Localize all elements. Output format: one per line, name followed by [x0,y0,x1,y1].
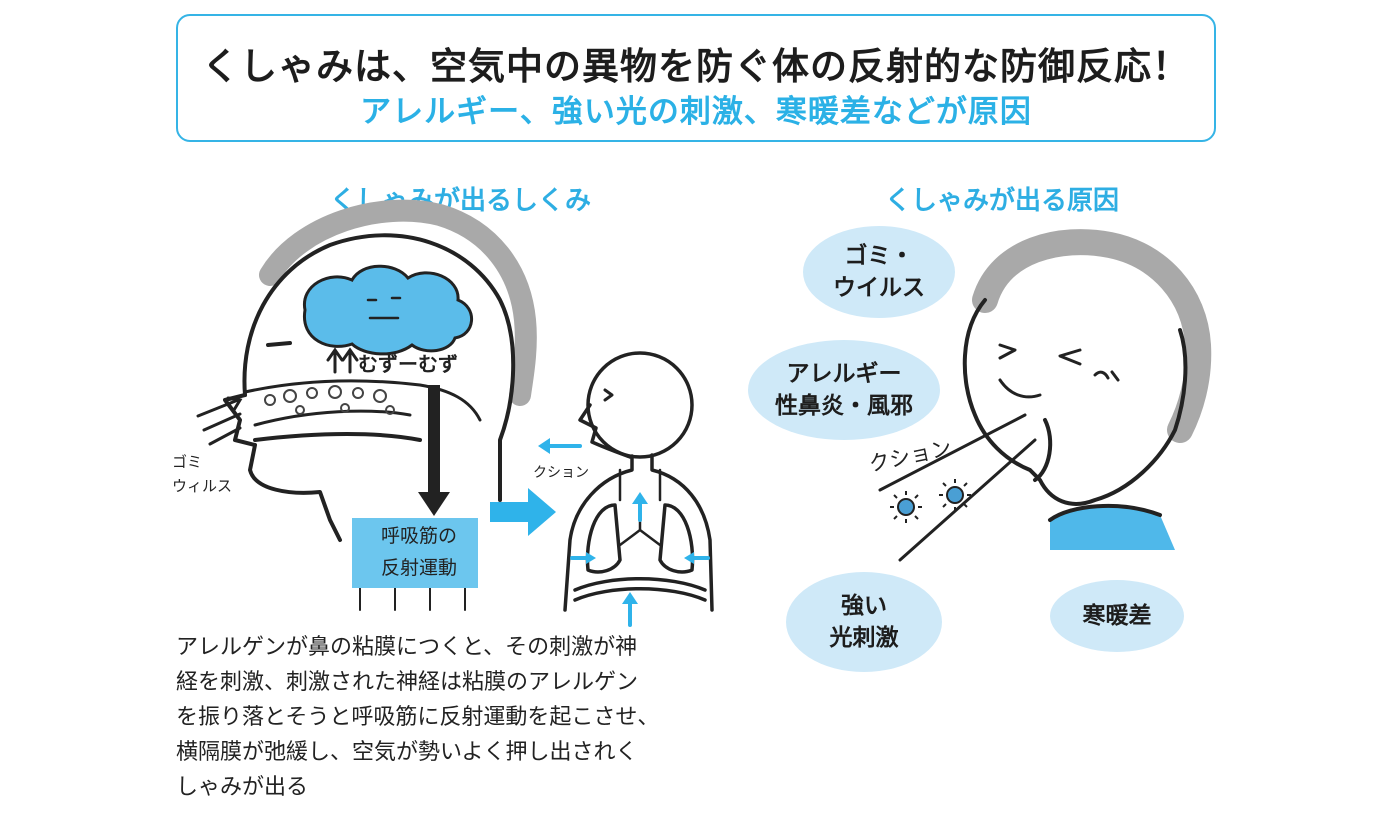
germ-icons [890,479,971,523]
page-title: くしゃみは、空気中の異物を防ぐ体の反射的な防御反応！ [202,45,1190,88]
causes-title: くしゃみが出る原因 [885,186,1120,216]
sneeze-spray [878,413,1037,562]
process-arrow [490,488,556,536]
cause-bubble-allergy: アレルギー 性鼻炎・風邪 [748,340,940,440]
dust-arrows [196,396,243,446]
reflex-box [352,518,478,588]
description-line: 経を刺激、刺激された神経は粘膜のアレルゲン [176,670,639,695]
mechanism-sneeze-label: クション [533,465,589,481]
brain-face [366,296,402,320]
reflex-movement-label: 呼吸筋の 反射運動 [380,525,457,579]
description-line: 横隔膜が弛緩し、空気が勢いよく押し出されく [176,740,638,765]
description-line: しゃみが出る [176,775,309,800]
cause-bubble-temperature: 寒暖差 [1050,580,1184,652]
itch-arrows [326,347,359,374]
torso-illustration [563,351,714,612]
page-subtitle: アレルギー、強い光の刺激、寒暖差などが原因 [360,94,1032,130]
mucus-dots [264,385,395,415]
boy-illustration [962,229,1212,550]
mechanism-description: アレルゲンが鼻の粘膜につくと、その刺激が神 経を刺激、刺激された神経は粘膜のアレ… [176,630,746,805]
description-line: アレルゲンが鼻の粘膜につくと、その刺激が神 [176,635,638,660]
itch-label: むずーむず [358,352,458,376]
header-box: くしゃみは、空気中の異物を防ぐ体の反射的な防御反応！ アレルギー、強い光の刺激、… [176,14,1216,142]
cause-bubble-strong-light: 強い 光刺激 [786,572,942,672]
dust-virus-label: ゴミ ウィルス [172,453,233,495]
description-line: を振り落とそうと呼吸筋に反射運動を起こさせ、 [176,705,660,730]
cause-bubble-dust-virus: ゴミ・ ウイルス [803,226,955,318]
signal-arrow [418,385,450,516]
brain-cloud [303,264,474,356]
air-arrows [538,438,710,627]
